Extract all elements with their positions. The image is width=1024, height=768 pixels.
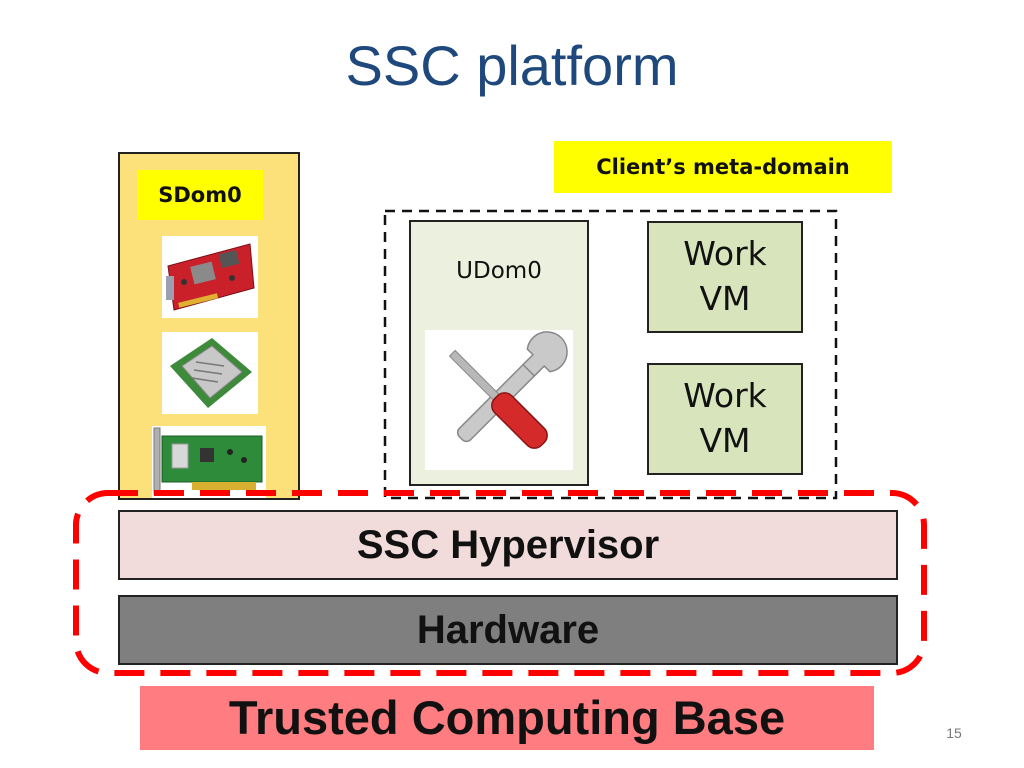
sdom0-label: SDom0 (137, 170, 263, 220)
work-vm-label-line2: VM (699, 421, 751, 460)
udom0-label: UDom0 (456, 258, 542, 284)
slide-title: SSC platform (345, 34, 679, 97)
work-vm-box: Work VM (647, 221, 803, 333)
meta-domain-label: Client’s meta-domain (554, 141, 892, 193)
work-vm-label-line1: Work (683, 234, 767, 274)
work-vm-label-line2: VM (699, 279, 751, 318)
work-vm-label-line1: Work (683, 376, 767, 416)
graphics-card-icon (162, 236, 258, 318)
wrench-screwdriver-icon (425, 330, 573, 470)
page-number: 15 (946, 725, 962, 741)
cpu-chip-icon (162, 332, 258, 414)
hardware-layer: Hardware (118, 595, 898, 665)
tcb-label: Trusted Computing Base (140, 686, 874, 750)
work-vm-box: Work VM (647, 363, 803, 475)
network-card-icon (152, 426, 266, 498)
hypervisor-layer: SSC Hypervisor (118, 510, 898, 580)
